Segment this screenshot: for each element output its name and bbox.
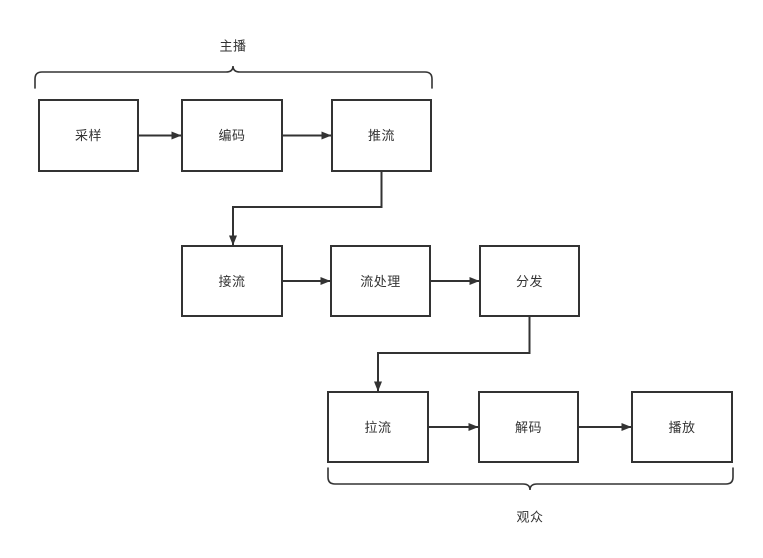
broadcaster-brace-icon bbox=[34, 65, 433, 89]
node-ingest-label: 接流 bbox=[218, 273, 246, 289]
node-encoding[interactable]: 编码 bbox=[181, 99, 283, 172]
node-play-label: 播放 bbox=[668, 419, 696, 435]
node-pull-label: 拉流 bbox=[364, 419, 392, 435]
node-encoding-label: 编码 bbox=[218, 128, 246, 143]
audience-brace-icon bbox=[327, 467, 734, 491]
arrow-distribute-to-pull bbox=[374, 317, 531, 392]
node-sampling-label: 采样 bbox=[74, 128, 102, 143]
node-processing[interactable]: 流处理 bbox=[330, 245, 431, 317]
node-processing-label: 流处理 bbox=[360, 273, 401, 289]
node-decode[interactable]: 解码 bbox=[478, 391, 579, 463]
node-distribute-label: 分发 bbox=[515, 273, 543, 289]
node-decode-label: 解码 bbox=[514, 419, 542, 435]
node-push[interactable]: 推流 bbox=[331, 99, 432, 172]
arrow-push-to-ingest bbox=[229, 172, 383, 246]
node-sampling[interactable]: 采样 bbox=[38, 99, 139, 172]
group-label-audience: 观众 bbox=[516, 509, 544, 525]
node-pull[interactable]: 拉流 bbox=[327, 391, 429, 463]
node-ingest[interactable]: 接流 bbox=[181, 245, 283, 317]
node-play[interactable]: 播放 bbox=[631, 391, 733, 463]
node-push-label: 推流 bbox=[367, 128, 395, 143]
node-distribute[interactable]: 分发 bbox=[479, 245, 580, 317]
group-label-broadcaster: 主播 bbox=[219, 38, 247, 54]
